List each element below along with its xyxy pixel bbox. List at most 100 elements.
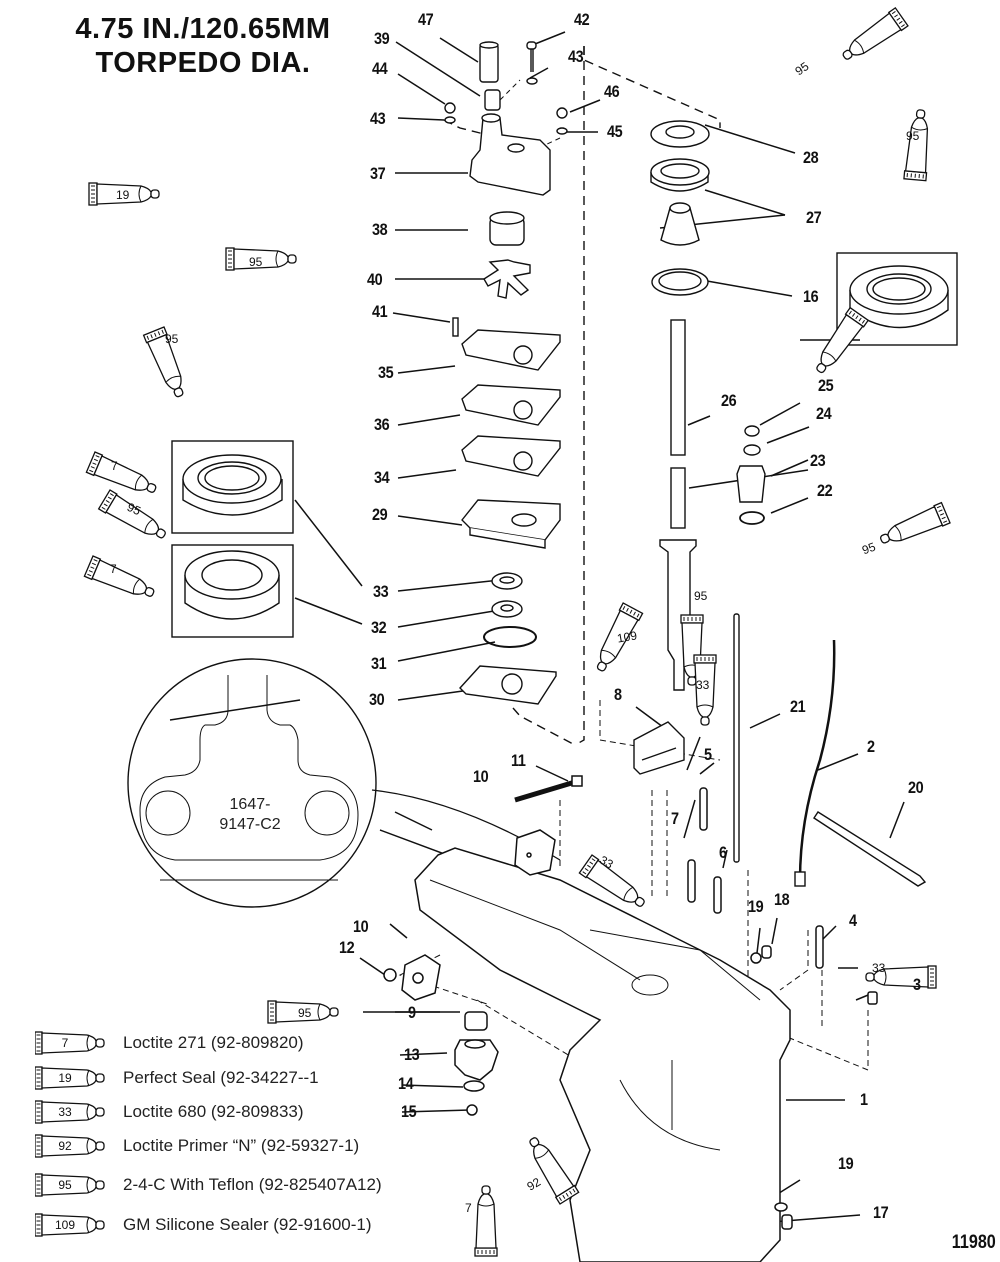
tube-7-side — [809, 307, 869, 379]
legend-tube-number: 33 — [58, 1105, 72, 1119]
legend-tube-number: 19 — [58, 1071, 72, 1085]
callout-23: 23 — [810, 451, 826, 470]
legend-text: 2-4-C With Teflon (92-825407A12) — [123, 1175, 382, 1194]
callout-19: 19 — [748, 897, 764, 916]
sealant-tube-icon: 7 — [34, 1031, 110, 1055]
callout-40: 40 — [367, 270, 383, 289]
detail-magnified-view — [127, 658, 561, 908]
callout-43: 43 — [568, 47, 584, 66]
bearing-detail-box-left — [171, 440, 294, 638]
sealant-tube-icon: 92 — [34, 1134, 110, 1158]
tube-label: 95 — [860, 539, 878, 557]
gear-housing — [383, 775, 878, 1262]
tube-95-far-right — [903, 108, 933, 182]
callout-34: 34 — [374, 468, 390, 487]
callout-47: 47 — [418, 10, 434, 29]
sealant-tube-icon: 19 — [34, 1066, 110, 1090]
driveshaft-parts — [633, 120, 927, 887]
legend-tube-number: 92 — [58, 1139, 72, 1153]
legend-text: Loctite 680 (92-809833) — [123, 1102, 304, 1121]
callout-32: 32 — [371, 618, 387, 637]
callout-43: 43 — [370, 109, 386, 128]
tube-label: 95 — [906, 129, 920, 143]
callout-6: 6 — [719, 843, 727, 862]
legend-item: 92 Loctite Primer “N” (92-59327-1) — [34, 1131, 360, 1161]
callout-16: 16 — [803, 287, 819, 306]
tube-label: 95 — [249, 255, 263, 269]
legend-item: 19 Perfect Seal (92-34227--1 — [34, 1063, 319, 1093]
tube-label: 7 — [465, 1201, 472, 1215]
callout-8: 8 — [614, 685, 622, 704]
callout-10: 10 — [473, 767, 489, 786]
callout-22: 22 — [817, 481, 833, 500]
legend-item: 109 GM Silicone Sealer (92-91600-1) — [34, 1210, 372, 1240]
callout-38: 38 — [372, 220, 388, 239]
tube-label: 7 — [111, 459, 118, 473]
callout-7: 7 — [671, 809, 679, 828]
tube-7-upper — [85, 451, 161, 501]
tube-label: 95 — [298, 1006, 312, 1020]
callout-5: 5 — [704, 745, 712, 764]
leader-lines — [169, 31, 905, 1223]
detail-line-2: 9147-C2 — [219, 816, 281, 833]
tube-label: 109 — [616, 628, 638, 645]
tube-7-lower — [83, 555, 159, 605]
callout-14: 14 — [398, 1074, 414, 1093]
legend-text: GM Silicone Sealer (92-91600-1) — [123, 1215, 372, 1234]
legend-text: Perfect Seal (92-34227--1 — [123, 1068, 319, 1087]
tube-label: 95 — [694, 589, 708, 603]
callout-35: 35 — [378, 363, 394, 382]
legend-text: Loctite 271 (92-809820) — [123, 1033, 304, 1052]
water-pump-parts — [444, 41, 568, 705]
callout-12: 12 — [339, 938, 355, 957]
tube-label: 95 — [165, 332, 179, 346]
callout-4: 4 — [849, 911, 857, 930]
callout-44: 44 — [372, 59, 388, 78]
callout-3: 3 — [913, 975, 921, 994]
tube-label: 33 — [696, 678, 710, 692]
sealant-tube-icon: 109 — [34, 1213, 110, 1237]
callout-29: 29 — [372, 505, 388, 524]
tube-label: 7 — [110, 562, 117, 576]
callout-15: 15 — [401, 1102, 417, 1121]
callout-41: 41 — [372, 302, 388, 321]
legend-item: 95 2-4-C With Teflon (92-825407A12) — [34, 1170, 382, 1200]
callout-19: 19 — [838, 1154, 854, 1173]
callout-10: 10 — [353, 917, 369, 936]
tube-label: 33 — [597, 853, 616, 872]
tube-label: 95 — [125, 500, 143, 518]
callout-37: 37 — [370, 164, 386, 183]
callout-26: 26 — [721, 391, 737, 410]
callout-30: 30 — [369, 690, 385, 709]
callout-17: 17 — [873, 1203, 889, 1222]
detail-line-1: 1647- — [229, 796, 271, 813]
tube-95-right-diag — [876, 501, 951, 551]
tube-95-between — [98, 489, 171, 546]
legend-tube-number: 7 — [61, 1036, 69, 1050]
callout-20: 20 — [908, 778, 924, 797]
callout-1: 1 — [860, 1090, 868, 1109]
legend-tube-number: 95 — [58, 1178, 72, 1192]
callout-11: 11 — [511, 751, 526, 770]
callout-28: 28 — [803, 148, 819, 167]
legend-item: 7 Loctite 271 (92-809820) — [34, 1028, 304, 1058]
legend-text: Loctite Primer “N” (92-59327-1) — [123, 1136, 360, 1155]
tube-7-bottom — [474, 1185, 498, 1257]
callout-18: 18 — [774, 890, 790, 909]
callout-13: 13 — [404, 1045, 420, 1064]
tube-label: 92 — [524, 1175, 543, 1194]
callout-33: 33 — [373, 582, 389, 601]
callout-31: 31 — [371, 654, 387, 673]
tube-label: 19 — [116, 188, 130, 202]
bearing-detail-box-right — [836, 252, 958, 346]
sealant-tube-icon: 95 — [34, 1173, 110, 1197]
callout-21: 21 — [790, 697, 806, 716]
callout-24: 24 — [816, 404, 832, 423]
callout-46: 46 — [604, 82, 620, 101]
callout-39: 39 — [374, 29, 390, 48]
tube-label: 95 — [792, 59, 811, 78]
sealant-tube-icon: 33 — [34, 1100, 110, 1124]
callout-36: 36 — [374, 415, 390, 434]
